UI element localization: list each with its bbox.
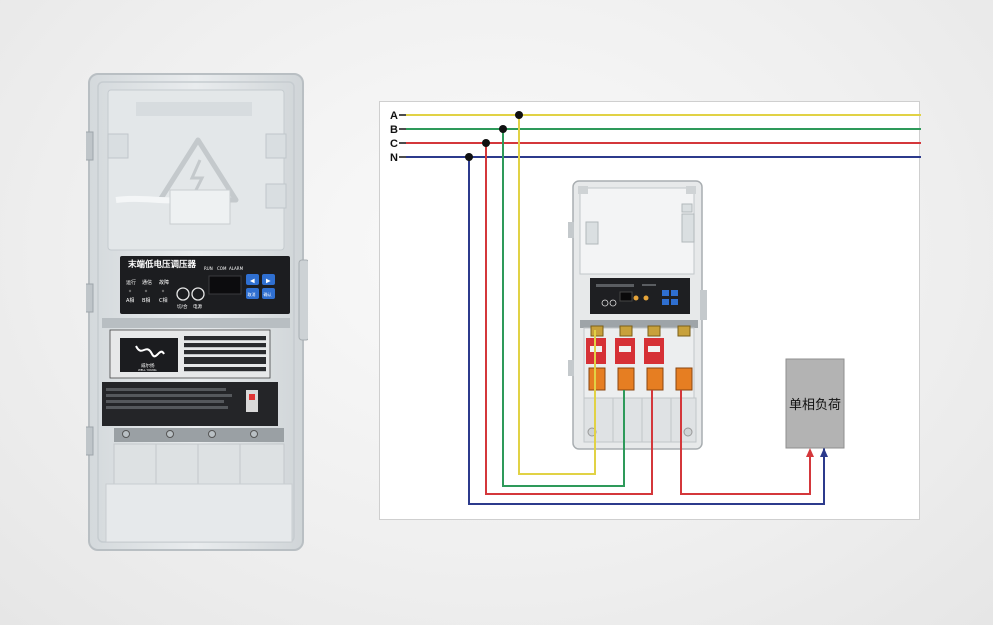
svg-text:COM: COM [217,266,227,271]
svg-text:取消: 取消 [248,291,256,297]
key-confirm[interactable] [262,288,275,299]
wire-n [468,157,825,505]
junction-dot-n [465,153,473,161]
junction-dot-b [499,125,507,133]
hinge-top [86,131,94,161]
wire-c [485,143,653,495]
key-right[interactable] [262,274,275,285]
svg-text:运行: 运行 [126,279,136,286]
svg-text:故障: 故障 [159,279,169,286]
junction-dot-c [482,139,490,147]
single-phase-load [785,358,845,449]
svg-text:C相: C相 [159,297,168,304]
svg-text:▶: ▶ [266,278,271,285]
svg-text:通信: 通信 [142,279,152,286]
power-button[interactable] [191,287,205,301]
svg-text:B相: B相 [142,297,150,304]
control-panel [120,256,290,314]
hinge-middle [86,283,94,313]
hinge-bottom [86,426,94,456]
load-arrow-neutral [820,448,828,457]
phase-label-b: B [390,124,398,136]
phase-label-n: N [390,152,398,164]
svg-text:A相: A相 [126,297,134,304]
lcd-display [208,275,242,295]
panel-title: 末端低电压调压器 [127,259,197,270]
regulator-photo: 末端低电压调压器 RUN COM ALARM 运行 通信 故障 A相 B相 C相… [86,73,308,551]
phase-label-a: A [390,110,398,122]
svg-text:RUN: RUN [204,266,213,271]
wire-b [502,129,625,487]
svg-text:WELL YOUNG: WELL YOUNG [138,368,157,372]
wire-a [518,115,596,475]
key-left[interactable] [246,274,259,285]
svg-text:ALARM: ALARM [229,266,244,271]
key-cancel[interactable] [246,288,259,299]
switch-button[interactable] [176,287,190,301]
svg-text:电源: 电源 [193,303,202,310]
latch-right [298,259,308,341]
phase-label-c: C [390,138,398,150]
regulator-drawing [568,180,707,450]
load-arrow-phase [806,448,814,457]
load-label: 单相负荷 [789,398,841,413]
junction-dot-a [515,111,523,119]
svg-text:◀: ◀ [250,278,255,285]
load-feed-wire [680,390,811,495]
svg-text:确认: 确认 [264,291,272,297]
brand-logo-box [120,338,178,372]
svg-text:威尔扬: 威尔扬 [141,362,155,369]
svg-text:切/合: 切/合 [177,303,188,310]
